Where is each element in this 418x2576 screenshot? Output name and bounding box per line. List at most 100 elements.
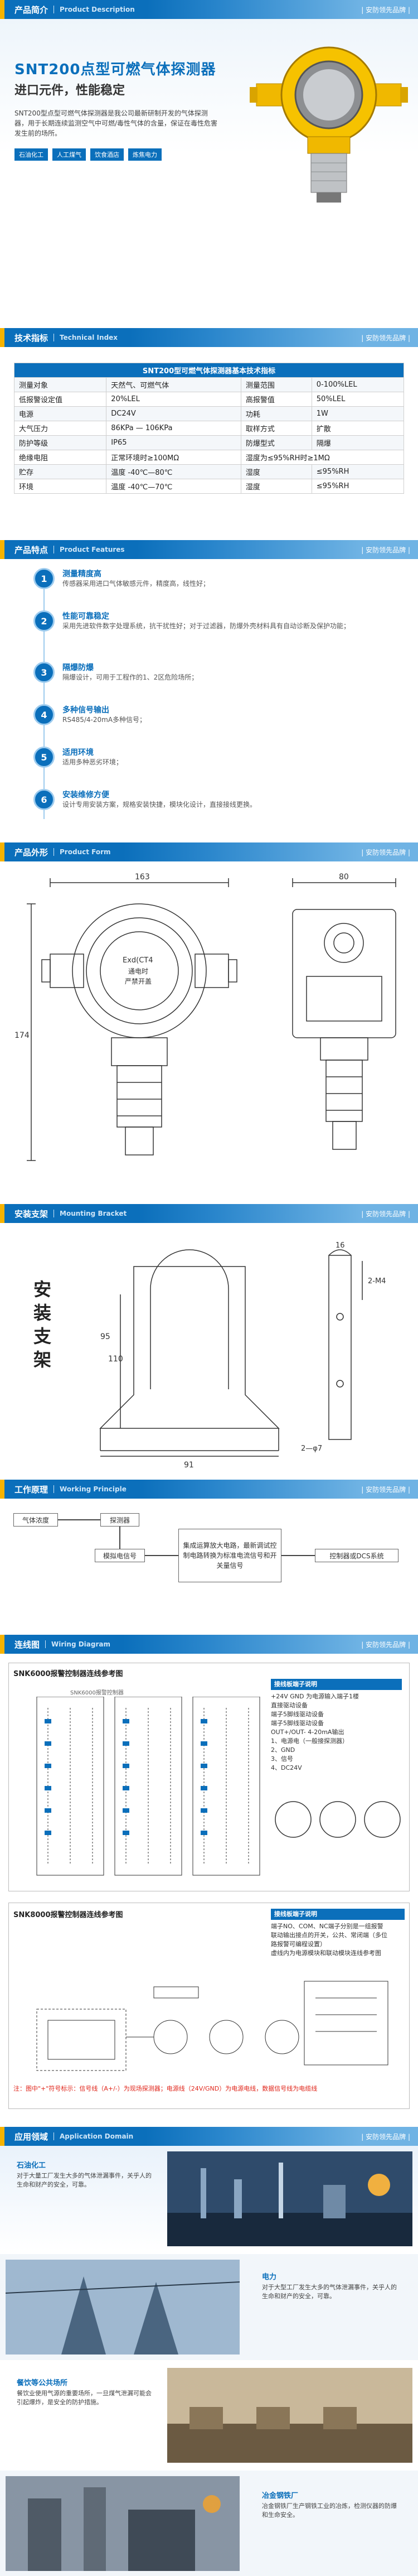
flow-output: 控制器或DCS系统 — [315, 1549, 398, 1562]
flow-process: 集成运算放大电路，最新调试控制电路转换为标准电流信号和开关量信号 — [178, 1529, 281, 1582]
wiring-a-diagram — [36, 1697, 260, 1876]
wiring-a-title: SNK6000报警控制器连线参考图 — [13, 1670, 123, 1678]
intro-tag: 饮食酒店 — [90, 148, 124, 161]
app-row-4 — [0, 2471, 418, 2576]
flow-detector: 探测器 — [100, 1513, 139, 1527]
app-desc: 餐饮业使用气源的重要场所，一旦煤气泄漏可能会引起爆炸，是安全的防护措施。 — [17, 2390, 152, 2406]
dim-bracket-base: 95 — [100, 1332, 110, 1341]
product-photo — [250, 46, 408, 203]
brand-tag: | 安防领先品牌 | — [361, 842, 418, 861]
feature-item: 1 测量精度高传感器采用进口气体敏感元件，精度高，线性好； — [33, 568, 210, 589]
wiring-b-notes: 接线板端子说明 端子NO、COM、NC端子分别是一组报警联动输出接点的开关，公共… — [271, 1909, 405, 1958]
app-desc: 冶金钢铁厂生产钢铁工业的冶炼，检测仪器的防爆和生命安全。 — [262, 2502, 397, 2519]
spec-table-title: SNT200型可燃气体探测器基本技术指标 — [14, 363, 404, 378]
intro-tag: 石油化工 — [14, 148, 48, 161]
feature-item: 2 性能可靠稳定采用先进软件数字处理系统，抗干扰性好；对于过滤器，防爆外壳材料具… — [33, 610, 352, 632]
bracket-title: 安装支架 — [33, 1279, 52, 1370]
wiring-panel-a: SNK6000报警控制器连线参考图 SNK6000报警控制器 — [8, 1663, 410, 1891]
wiring-b-diagram — [36, 1981, 388, 2071]
feature-item: 3 隔爆防爆隔爆设计，可用于工程作的1、2区危险场所； — [33, 662, 198, 683]
photo-petrochem — [167, 2151, 412, 2246]
intro-tag: 人工煤气 — [52, 148, 86, 161]
dim-r: 16 — [336, 1241, 345, 1250]
wiring-a-sub: SNK6000报警控制器 — [70, 1690, 124, 1696]
dim-hole: 2—φ7 — [301, 1445, 322, 1453]
app-desc: 对于大型工厂发生大多的气体泄漏事件，关乎人的生命和财产的安全，可靠。 — [262, 2284, 397, 2300]
brand-tag: | 安防领先品牌 | — [361, 540, 418, 559]
intro-panel: SNT200点型可燃气体探测器 进口元件，性能稳定 SNT200型点型可燃气体探… — [0, 19, 418, 212]
feature-list: 1 测量精度高传感器采用进口气体敏感元件，精度高，线性好； 2 性能可靠稳定采用… — [33, 568, 385, 836]
brand-tag: | 安防领先品牌 | — [361, 2127, 418, 2146]
brand-tag: | 安防领先品牌 | — [361, 1635, 418, 1654]
dim-width-side: 80 — [339, 873, 349, 882]
brand-tag: | 安防领先品牌 | — [361, 1204, 418, 1223]
label-note1: 通电时 — [128, 967, 148, 975]
app-label: 石油化工 — [17, 2161, 46, 2170]
dim-m4: 2-M4 — [368, 1277, 386, 1285]
section-marker — [0, 0, 4, 19]
wiring-footer-note: 注：图中"+"符号标示：信号线（A+/-）为现场探测器；电源线（24V/GND）… — [13, 2085, 318, 2092]
app-row-3 — [0, 2362, 418, 2468]
intro-tags: 石油化工 人工煤气 饮食酒店 炼焦电力 — [14, 148, 162, 161]
flow-sensor: 气体浓度 — [13, 1513, 58, 1527]
dim-width-front: 163 — [135, 873, 150, 882]
bracket-drawing: 110 91 95 2-M4 2—φ7 16 — [99, 1241, 386, 1470]
flow-convert: 模拟电信号 — [95, 1549, 145, 1562]
label-exd: Exd(CT4 — [123, 956, 153, 965]
wiring-a-note-title: 接线板端子说明 — [271, 1679, 402, 1690]
dim-height: 174 — [14, 1031, 30, 1040]
app-row-1 — [0, 2146, 418, 2252]
intro-title: SNT200点型可燃气体探测器 — [14, 61, 216, 78]
brand-tag: | 安防领先品牌 | — [361, 1480, 418, 1499]
wiring-b-title: SNK8000报警控制器连线参考图 — [13, 1911, 123, 1919]
photo-steel — [6, 2476, 240, 2571]
app-desc: 对于大量工厂发生大多的气体泄漏事件，关乎人的生命和财产的安全，可靠。 — [17, 2172, 152, 2188]
product-form-drawing: 163 174 80 Exd(CT4 通电时 严禁开盖 — [14, 873, 396, 1161]
wiring-a-detectors — [275, 1801, 401, 1838]
feature-item: 5 适用环境适用多种恶劣环境； — [33, 747, 123, 768]
photo-power — [6, 2260, 240, 2354]
app-row-2 — [0, 2254, 418, 2360]
label-note2: 严禁开盖 — [125, 978, 152, 985]
photo-restaurant — [167, 2368, 412, 2463]
intro-description: SNT200型点型可燃气体探测器是我公司最新研制开发的气体探测器，用于长期连续监… — [14, 109, 218, 137]
wiring-a-notes: 接线板端子说明 +24V GND 为电源输入端子1楼直接驱动设备端子5脚线驱动设… — [271, 1679, 402, 1773]
intro-tag: 炼焦电力 — [128, 148, 162, 161]
dim-bracket-height: 110 — [108, 1355, 123, 1364]
app-label: 电力 — [262, 2273, 277, 2281]
brand-tag: | 安防领先品牌 | — [361, 328, 418, 347]
wiring-panel-b: SNK8000报警控制器连线参考图 接线板端子说明 端子NO、COM、NC端子分… — [8, 1903, 410, 2109]
brand-tag: | 安防领先品牌 | — [361, 0, 418, 19]
feature-item: 6 安装维修方便设计专用安装方案，规格安装快捷，模块化设计，直接接线更换。 — [33, 789, 352, 810]
dim-bracket-width: 91 — [184, 1461, 194, 1470]
principle-flow: 气体浓度 探测器 模拟电信号 集成运算放大电路，最新调试控制电路转换为标准电流信… — [0, 1506, 418, 1618]
